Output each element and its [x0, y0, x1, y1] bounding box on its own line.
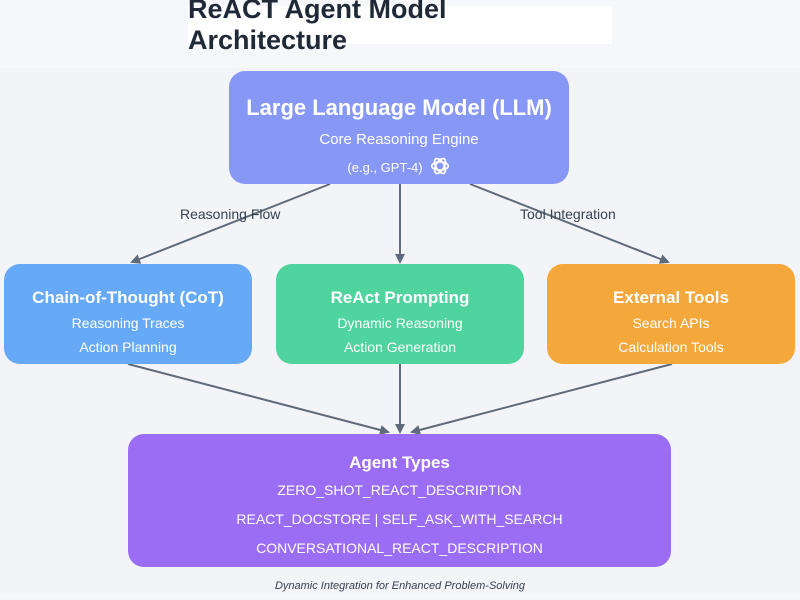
react-node: ReAct Prompting Dynamic Reasoning Action…	[276, 264, 524, 364]
react-line-2: Action Generation	[343, 339, 457, 355]
arrow-llm-to-cot	[130, 183, 331, 264]
llm-title: Large Language Model (LLM)	[246, 95, 552, 120]
llm-node: Large Language Model (LLM) Core Reasonin…	[229, 71, 569, 184]
cot-title: Chain-of-Thought (CoT)	[32, 288, 224, 307]
cot-line-1: Reasoning Traces	[71, 315, 185, 331]
footer-caption: Dynamic Integration for Enhanced Problem…	[274, 580, 526, 592]
openai-logo-icon	[429, 155, 451, 180]
agents-title: Agent Types	[349, 453, 450, 472]
cot-line-2: Action Planning	[79, 339, 177, 355]
llm-example: (e.g., GPT-4)	[347, 160, 423, 175]
arrow-llm-to-tools	[469, 183, 670, 264]
edge-label-tool-integration: Tool Integration	[520, 206, 616, 222]
llm-subtitle: Core Reasoning Engine	[319, 131, 479, 148]
llm-example-row: (e.g., GPT-4)	[229, 155, 569, 180]
arrow-cot-to-agents	[127, 363, 390, 435]
react-title: ReAct Prompting	[330, 288, 470, 307]
page-title: ReACT Agent Model Architecture	[188, 0, 612, 55]
agent-type-2: REACT_DOCSTORE | SELF_ASK_WITH_SEARCH	[236, 511, 563, 527]
agent-type-3: CONVERSATIONAL_REACT_DESCRIPTION	[256, 540, 543, 556]
tools-line-2: Calculation Tools	[618, 339, 724, 355]
tools-node: External Tools Search APIs Calculation T…	[547, 264, 795, 364]
react-line-1: Dynamic Reasoning	[337, 315, 463, 331]
edge-label-reasoning-flow: Reasoning Flow	[180, 206, 281, 222]
tools-title: External Tools	[613, 288, 729, 307]
cot-node: Chain-of-Thought (CoT) Reasoning Traces …	[4, 264, 252, 364]
agent-types-node: Agent Types ZERO_SHOT_REACT_DESCRIPTION …	[128, 434, 671, 567]
tools-line-1: Search APIs	[632, 315, 710, 331]
arrow-tools-to-agents	[410, 363, 673, 435]
agent-type-1: ZERO_SHOT_REACT_DESCRIPTION	[277, 482, 522, 498]
